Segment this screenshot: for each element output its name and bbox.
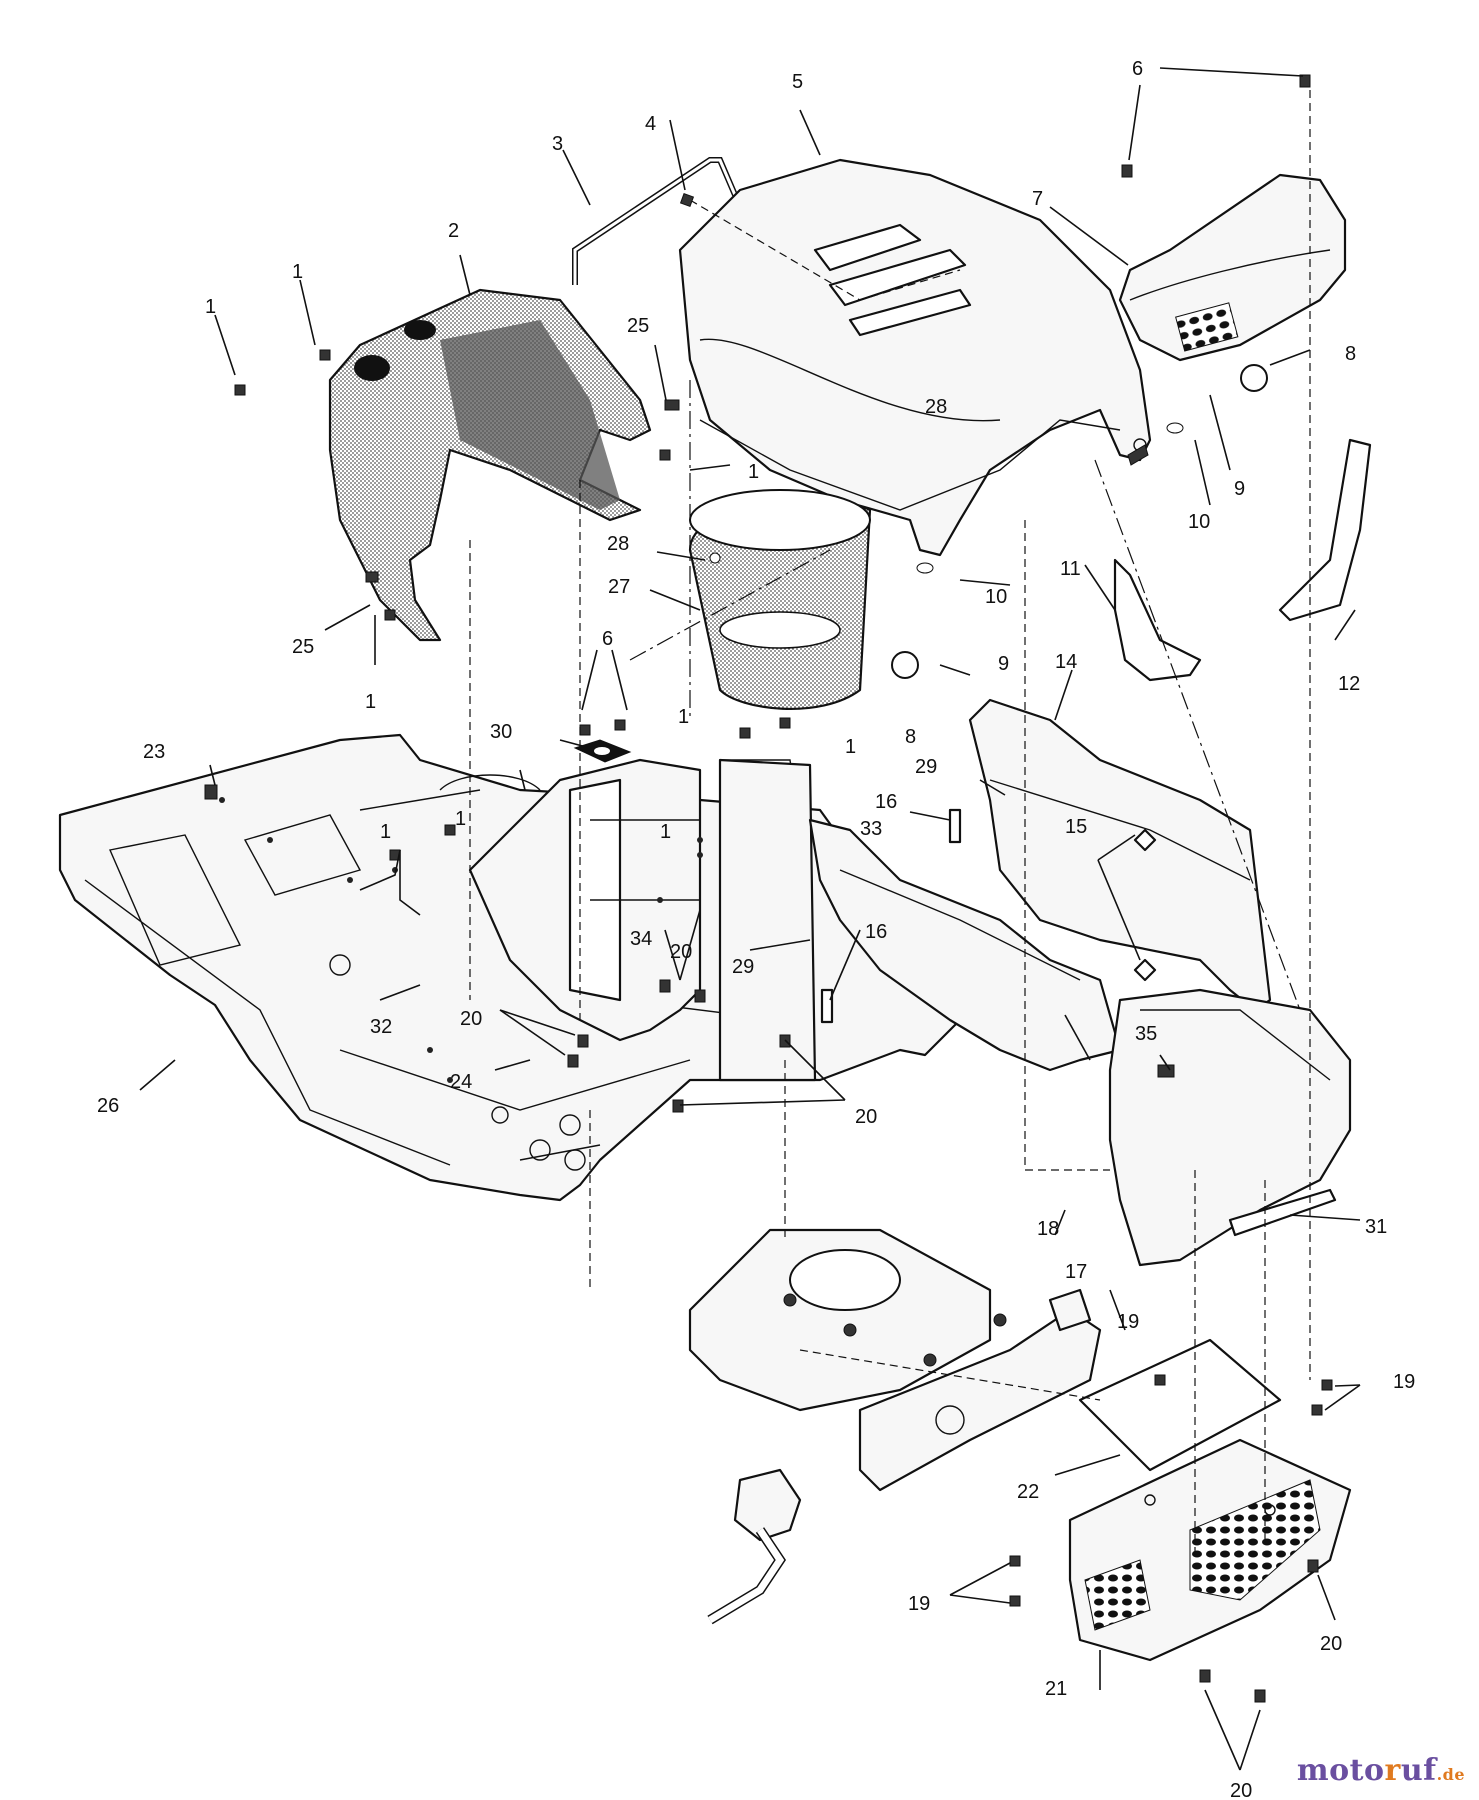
callout-20: 20 bbox=[855, 1106, 877, 1128]
callout-33: 33 bbox=[860, 818, 882, 840]
callout-14: 14 bbox=[1055, 651, 1077, 673]
callout-5: 5 bbox=[792, 71, 803, 93]
bracket-left bbox=[1113, 558, 1202, 682]
callout-1: 1 bbox=[748, 461, 759, 483]
callout-6: 6 bbox=[1132, 58, 1143, 80]
hood-handle bbox=[572, 157, 738, 285]
callout-16: 16 bbox=[875, 791, 897, 813]
watermark-text: r bbox=[1384, 1753, 1401, 1788]
callout-16: 16 bbox=[865, 921, 887, 943]
callout-10: 10 bbox=[1188, 511, 1210, 533]
callout-28: 28 bbox=[925, 396, 947, 418]
callout-29: 29 bbox=[732, 956, 754, 978]
bracket-right bbox=[1278, 438, 1372, 622]
callout-labels: 1 1 1 1 1 1 1 1 1 2 3 4 5 6 6 7 8 8 9 9 … bbox=[97, 58, 1415, 1800]
front-axle-assembly bbox=[688, 1228, 1102, 1625]
callout-19: 19 bbox=[1117, 1311, 1139, 1333]
callout-20: 20 bbox=[670, 941, 692, 963]
leader-lines bbox=[139, 67, 1361, 1771]
side-panel-lower bbox=[808, 818, 1122, 1072]
callout-21: 21 bbox=[1045, 1678, 1067, 1700]
callout-19: 19 bbox=[1393, 1371, 1415, 1393]
callout-23: 23 bbox=[143, 741, 165, 763]
callout-25: 25 bbox=[292, 636, 314, 658]
callout-28: 28 bbox=[607, 533, 629, 555]
callout-34: 34 bbox=[630, 928, 652, 950]
callout-20: 20 bbox=[1230, 1780, 1252, 1800]
callout-31: 31 bbox=[1365, 1216, 1387, 1238]
fasteners bbox=[204, 74, 1333, 1703]
watermark-logo: motoruf.de bbox=[1297, 1753, 1465, 1788]
callout-1: 1 bbox=[455, 808, 466, 830]
callout-9: 9 bbox=[1234, 478, 1245, 500]
callout-29: 29 bbox=[915, 756, 937, 778]
callout-17: 17 bbox=[1065, 1261, 1087, 1283]
steering-boot bbox=[688, 489, 872, 711]
callout-1: 1 bbox=[365, 691, 376, 713]
callout-1: 1 bbox=[660, 821, 671, 843]
front-bumper bbox=[1108, 988, 1352, 1267]
callout-8: 8 bbox=[905, 726, 916, 748]
callout-20: 20 bbox=[460, 1008, 482, 1030]
callout-1: 1 bbox=[678, 706, 689, 728]
dash-frame bbox=[468, 758, 817, 1082]
callout-22: 22 bbox=[1017, 1481, 1039, 1503]
callout-32: 32 bbox=[370, 1016, 392, 1038]
callout-4: 4 bbox=[645, 113, 656, 135]
callout-7: 7 bbox=[1032, 188, 1043, 210]
callout-26: 26 bbox=[97, 1095, 119, 1117]
gasket bbox=[573, 739, 632, 763]
callout-25: 25 bbox=[627, 315, 649, 337]
watermark-text: uf bbox=[1400, 1753, 1437, 1788]
callout-35: 35 bbox=[1135, 1023, 1157, 1045]
steering-shroud bbox=[328, 288, 652, 642]
watermark-text: .de bbox=[1436, 1765, 1465, 1784]
callout-24: 24 bbox=[450, 1071, 472, 1093]
callout-19: 19 bbox=[908, 1593, 930, 1615]
callout-1: 1 bbox=[845, 736, 856, 758]
skid-plate bbox=[1078, 1338, 1282, 1472]
callout-20: 20 bbox=[1320, 1633, 1342, 1655]
callout-3: 3 bbox=[552, 133, 563, 155]
callout-6: 6 bbox=[602, 628, 613, 650]
callout-9: 9 bbox=[998, 653, 1009, 675]
callout-1: 1 bbox=[292, 261, 303, 283]
callout-15: 15 bbox=[1065, 816, 1087, 838]
callout-2: 2 bbox=[448, 220, 459, 242]
watermark-text: moto bbox=[1296, 1753, 1385, 1788]
hood bbox=[678, 158, 1152, 557]
footrest-panel bbox=[58, 733, 962, 1202]
callout-8: 8 bbox=[1345, 343, 1356, 365]
callout-27: 27 bbox=[608, 576, 630, 598]
callout-1: 1 bbox=[205, 296, 216, 318]
front-grille-guard bbox=[1068, 1438, 1352, 1662]
callout-10: 10 bbox=[985, 586, 1007, 608]
alignment-lines bbox=[469, 90, 1311, 1560]
battery-cover bbox=[1118, 173, 1347, 362]
callout-18: 18 bbox=[1037, 1218, 1059, 1240]
callout-12: 12 bbox=[1338, 673, 1360, 695]
callout-30: 30 bbox=[490, 721, 512, 743]
callout-11: 11 bbox=[1060, 558, 1081, 580]
callout-1: 1 bbox=[380, 821, 391, 843]
